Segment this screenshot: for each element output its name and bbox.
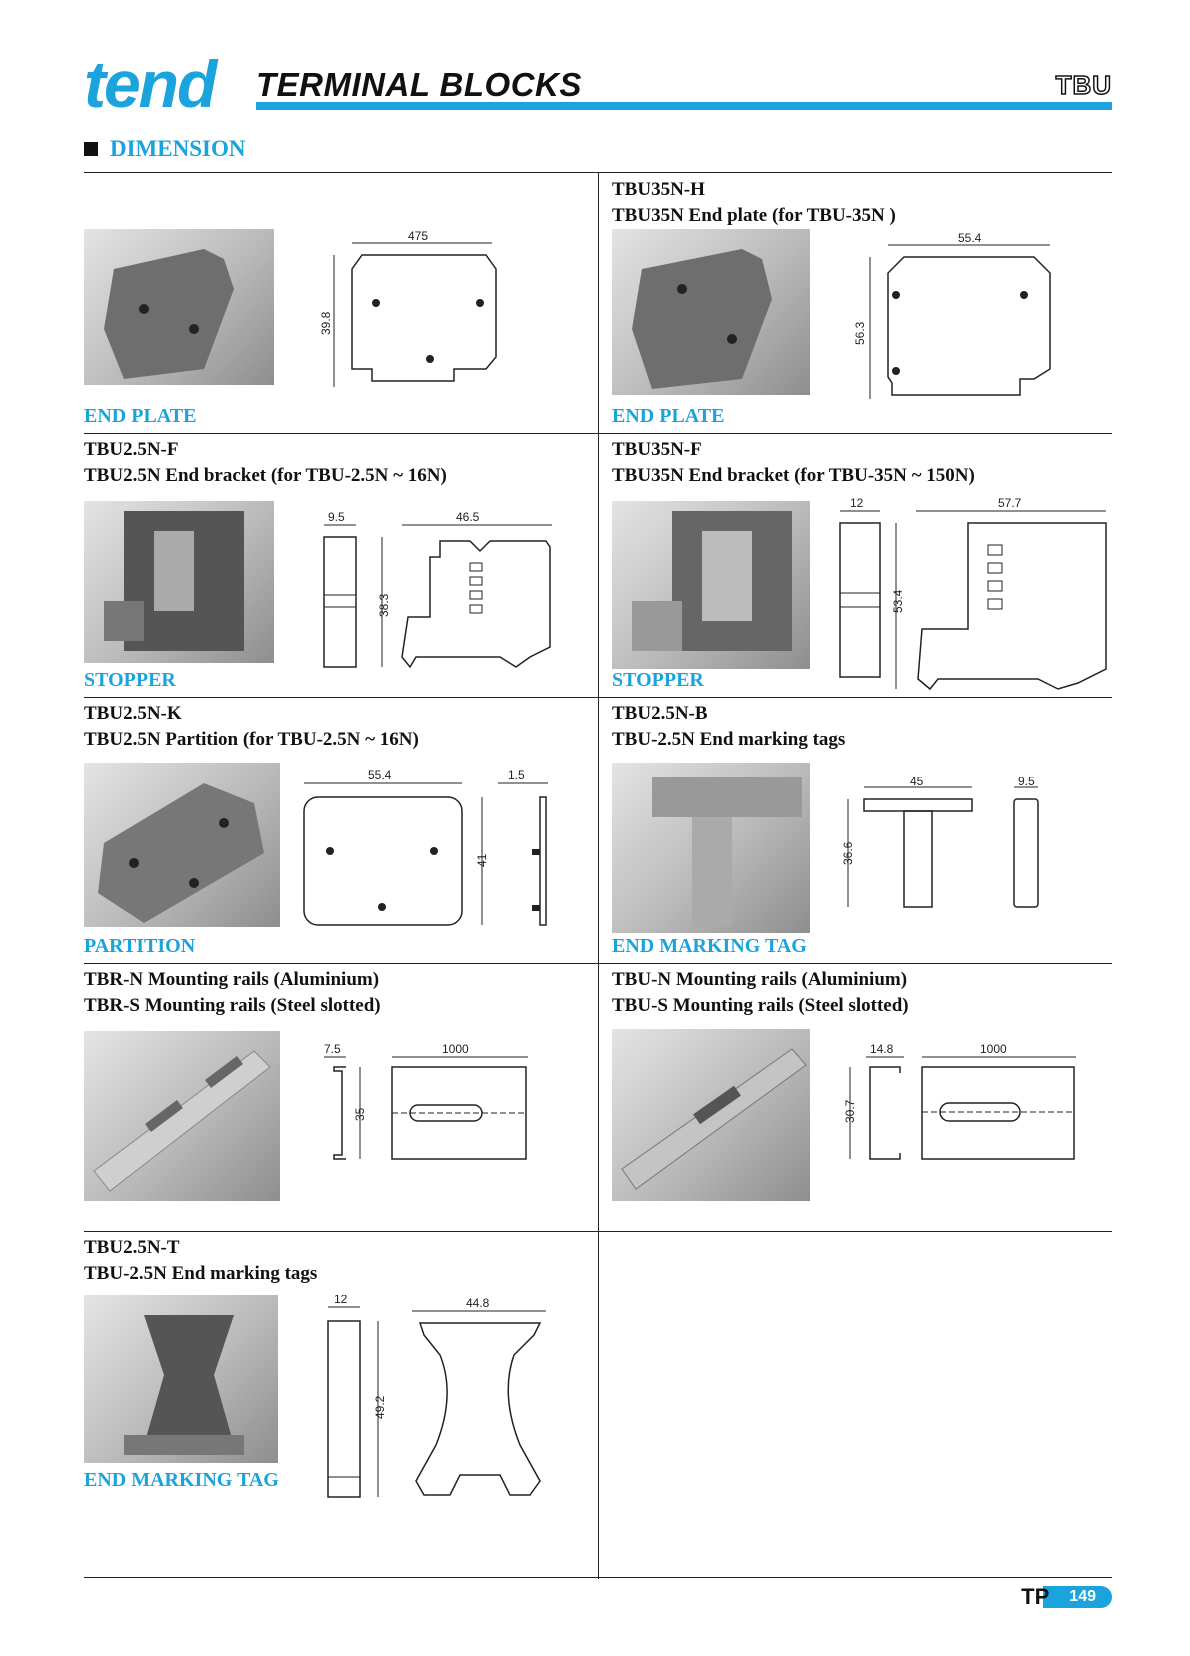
dim-height: 38.3 — [377, 593, 391, 617]
product-cell: TBU2.5N-B TBU-2.5N End marking tags 45 3… — [598, 697, 1112, 963]
product-cell: TBU-N Mounting rails (Aluminium) TBU-S M… — [598, 963, 1112, 1231]
dim-height: 41 — [475, 853, 489, 867]
product-cell: TBU2.5N-F TBU2.5N End bracket (for TBU-2… — [84, 433, 598, 697]
series-code: TBU — [1055, 69, 1112, 101]
dim-height: 30.7 — [843, 1099, 857, 1123]
product-code: TBU35N-F — [612, 439, 702, 460]
product-code: TBU-N Mounting rails (Aluminium) — [612, 969, 908, 990]
product-cell: TBR-N Mounting rails (Aluminium) TBR-S M… — [84, 963, 598, 1231]
product-code: TBR-N Mounting rails (Aluminium) — [84, 969, 380, 990]
product-caption: END PLATE — [84, 405, 197, 427]
dim-height: 49.2 — [373, 1395, 387, 1419]
product-code: TBU2.5N-F — [84, 439, 179, 460]
page-header: tend TERMINAL BLOCKS TBU — [84, 47, 1112, 121]
product-description: TBR-S Mounting rails (Steel slotted) — [84, 995, 381, 1016]
product-code: TBU2.5N-T — [84, 1237, 180, 1258]
dimension-drawing: 14.8 30.7 1000 — [830, 1043, 1090, 1173]
dimension-grid: 475 39.8 END PLATE TBU35N-H TBU35N End p… — [84, 172, 1112, 1579]
dim-thickness: 9.5 — [1018, 777, 1035, 788]
title-underline-bar — [256, 102, 1112, 110]
dim-height: 36.6 — [841, 841, 855, 865]
dimension-drawing: 475 39.8 — [320, 229, 510, 397]
row-divider — [84, 433, 1112, 434]
page-number: 149 — [1043, 1586, 1112, 1608]
footer-brand-mark: TP — [1021, 1584, 1050, 1609]
dim-width: 1000 — [442, 1043, 469, 1056]
product-description: TBU-2.5N End marking tags — [84, 1263, 318, 1284]
product-description: TBU-2.5N End marking tags — [612, 729, 846, 750]
product-caption: PARTITION — [84, 935, 196, 957]
dim-width: 46.5 — [456, 510, 480, 524]
product-description: TBU-S Mounting rails (Steel slotted) — [612, 995, 909, 1016]
product-cell: TBU2.5N-K TBU2.5N Partition (for TBU-2.5… — [84, 697, 598, 963]
product-caption: STOPPER — [84, 669, 176, 691]
product-caption: STOPPER — [612, 669, 704, 691]
dimension-drawing: 7.5 35 1000 — [316, 1043, 566, 1173]
product-description: TBU35N End bracket (for TBU-35N ~ 150N) — [612, 465, 975, 486]
product-photo — [612, 763, 810, 933]
product-caption: END MARKING TAG — [612, 935, 807, 957]
dim-width: 1000 — [980, 1043, 1007, 1056]
section-heading-text: DIMENSION — [110, 136, 246, 161]
product-photo — [84, 501, 274, 663]
product-photo — [84, 229, 274, 385]
product-photo — [612, 229, 810, 395]
dimension-drawing: 12 53.4 57.7 — [838, 489, 1112, 693]
product-caption: END MARKING TAG — [84, 1469, 279, 1491]
dimension-drawing: 55.4 56.3 — [848, 229, 1068, 405]
product-photo — [84, 1031, 280, 1201]
product-description: TBU35N End plate (for TBU-35N ) — [612, 205, 896, 226]
dim-height: 53.4 — [891, 589, 905, 613]
product-cell: TBU2.5N-T TBU-2.5N End marking tags 12 4… — [84, 1231, 598, 1579]
dim-width: 55.4 — [368, 768, 392, 782]
dimension-drawing: 55.4 41 1.5 — [298, 767, 560, 931]
row-divider — [84, 697, 1112, 698]
dim-width: 55.4 — [958, 231, 982, 245]
row-divider — [84, 1231, 1112, 1232]
product-code: TBU2.5N-K — [84, 703, 182, 724]
dim-thickness: 7.5 — [324, 1043, 341, 1056]
brand-logo: tend — [84, 47, 217, 121]
dim-height: 35 — [353, 1107, 367, 1121]
document-title: TERMINAL BLOCKS — [256, 66, 582, 103]
product-photo — [612, 501, 810, 669]
section-heading: DIMENSION — [84, 136, 245, 162]
product-code: TBU2.5N-B — [612, 703, 708, 724]
product-photo — [612, 1029, 810, 1201]
dim-thickness: 12 — [334, 1295, 348, 1306]
product-description: TBU2.5N End bracket (for TBU-2.5N ~ 16N) — [84, 465, 447, 486]
dim-width: 45 — [910, 777, 924, 788]
grid-divider — [598, 173, 599, 1579]
dim-width: 44.8 — [466, 1296, 490, 1310]
product-photo — [84, 763, 280, 927]
dim-thickness: 12 — [850, 496, 864, 510]
dim-height: 56.3 — [853, 321, 867, 345]
dim-height: 39.8 — [320, 311, 333, 335]
product-code: TBU35N-H — [612, 179, 705, 200]
product-cell: TBU35N-H TBU35N End plate (for TBU-35N )… — [598, 173, 1112, 433]
dim-width: 475 — [408, 229, 428, 243]
product-cell: TBU35N-F TBU35N End bracket (for TBU-35N… — [598, 433, 1112, 697]
dim-thickness: 9.5 — [328, 510, 345, 524]
dimension-drawing: 9.5 38.3 46.5 — [320, 507, 560, 671]
row-divider — [84, 963, 1112, 964]
product-photo — [84, 1295, 278, 1463]
dim-thickness: 1.5 — [508, 768, 525, 782]
page-footer: TP 149 — [1021, 1584, 1112, 1610]
dimension-drawing: 45 36.6 9.5 — [838, 777, 1058, 913]
product-description: TBU2.5N Partition (for TBU-2.5N ~ 16N) — [84, 729, 419, 750]
dim-thickness: 14.8 — [870, 1043, 894, 1056]
product-caption: END PLATE — [612, 405, 725, 427]
product-cell: 475 39.8 END PLATE — [84, 173, 598, 433]
dim-width: 57.7 — [998, 496, 1022, 510]
dimension-drawing: 12 49.2 44.8 — [320, 1295, 560, 1505]
square-bullet-icon — [84, 142, 98, 156]
